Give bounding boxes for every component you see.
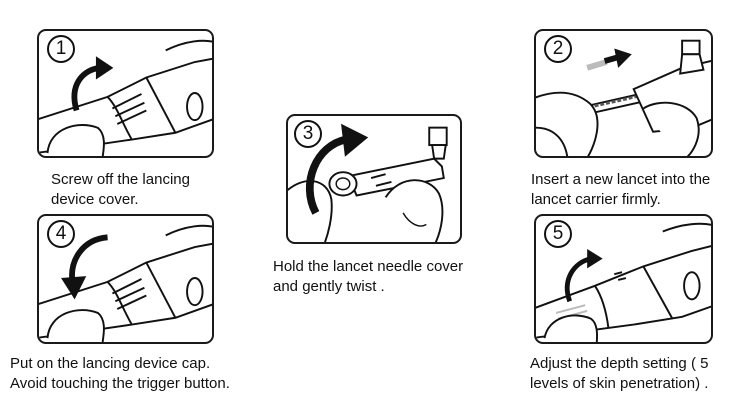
step-5-panel: 5 xyxy=(534,214,713,344)
step-5-number-badge: 5 xyxy=(544,220,572,248)
step-3-illustration xyxy=(288,123,448,242)
step-3-caption-line-2: and gently twist . xyxy=(273,278,385,295)
step-5-caption-line-2: levels of skin penetration) . xyxy=(530,375,709,392)
step-4-caption: Put on the lancing device cap. Avoid tou… xyxy=(10,354,230,394)
step-2-number-badge: 2 xyxy=(544,35,572,63)
step-5-caption: Adjust the depth setting ( 5 levels of s… xyxy=(530,354,708,394)
step-3-panel: 3 xyxy=(286,114,462,244)
step-4-panel: 4 xyxy=(37,214,214,344)
step-2-panel: 2 xyxy=(534,29,713,158)
step-1-number-badge: 1 xyxy=(47,35,75,63)
step-4-caption-line-1: Put on the lancing device cap. xyxy=(10,355,211,372)
step-3-caption-line-1: Hold the lancet needle cover xyxy=(273,258,464,275)
step-1-caption: Screw off the lancing device cover. xyxy=(51,170,190,210)
step-2-illustration xyxy=(536,39,711,156)
step-5-caption-line-1: Adjust the depth setting ( 5 xyxy=(530,355,709,372)
step-4-caption-line-2: Avoid touching the trigger button. xyxy=(10,375,230,392)
step-4-number-badge: 4 xyxy=(47,220,75,248)
step-4-illustration xyxy=(39,224,212,342)
step-1-caption-line-1: Screw off the lancing xyxy=(51,171,190,188)
step-3-number-badge: 3 xyxy=(294,120,322,148)
step-1-illustration xyxy=(39,39,212,156)
step-2-caption-line-2: lancet carrier firmly. xyxy=(531,191,661,208)
step-5-illustration xyxy=(536,222,711,342)
step-3-caption: Hold the lancet needle cover and gently … xyxy=(273,257,463,297)
step-2-caption-line-1: Insert a new lancet into the xyxy=(531,171,711,188)
step-1-caption-line-2: device cover. xyxy=(51,191,139,208)
step-1-panel: 1 xyxy=(37,29,214,158)
step-2-caption: Insert a new lancet into the lancet carr… xyxy=(531,170,710,210)
